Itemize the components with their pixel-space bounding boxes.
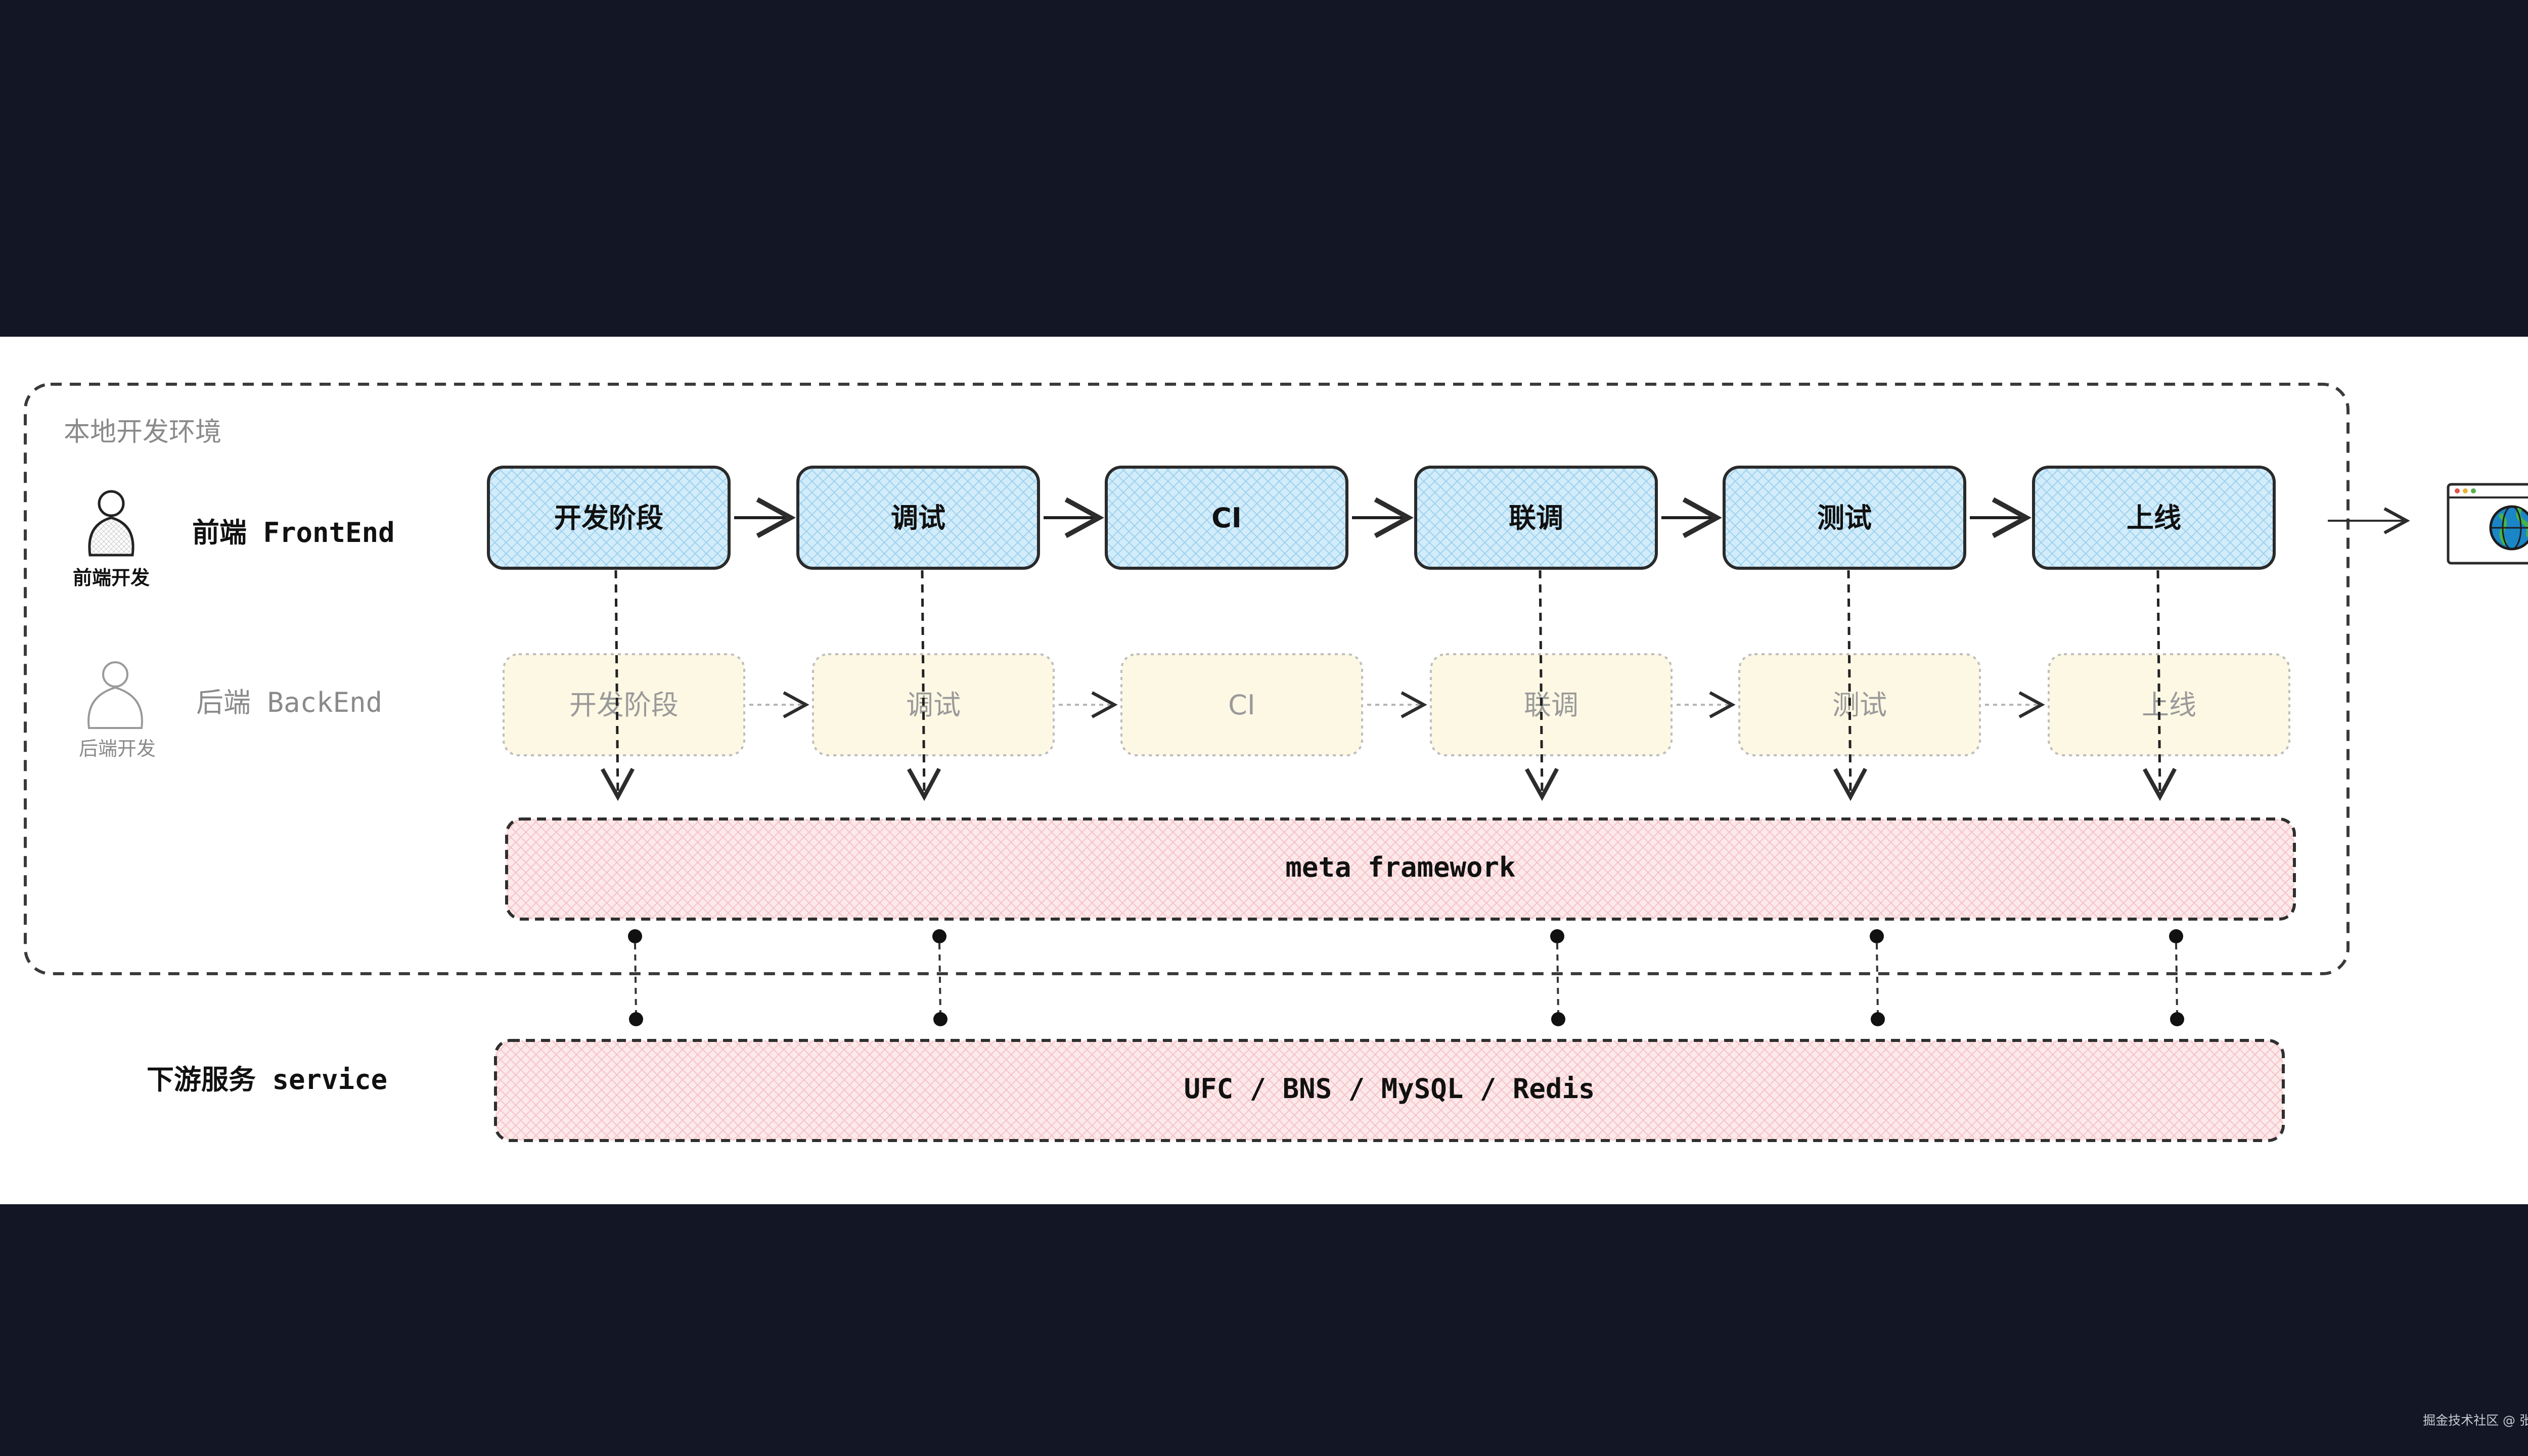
downstream-role-label: 下游服务 service: [147, 1064, 387, 1096]
meta-framework-label: meta framework: [1285, 851, 1515, 883]
watermark: 掘金技术社区 @ 张亚涛: [2423, 1413, 2528, 1428]
stage-drop-arrow: [601, 570, 635, 801]
stage-drop-arrow: [1525, 570, 1559, 801]
backend-icon-label: 后端开发: [79, 738, 156, 760]
backend-stage-1: 开发阶段: [503, 653, 745, 756]
frontend-stage-5: 测试: [1723, 466, 1966, 570]
frontend-person-icon: [88, 490, 134, 557]
service-connector: [628, 929, 643, 1026]
service-connector: [932, 929, 947, 1026]
local-env-container: [24, 383, 2350, 975]
frontend-stage-4: 联调: [1414, 466, 1658, 570]
service-connector: [1870, 929, 1885, 1026]
frontend-stage-3: CI: [1105, 466, 1348, 570]
stage-drop-arrow: [2143, 570, 2177, 801]
backend-stage-row: 开发阶段 调试 CI 联调 测试 上线: [503, 653, 2290, 756]
frontend-stage-label: 调试: [891, 502, 945, 534]
backend-stage-3: CI: [1120, 653, 1363, 756]
backend-stage-label: 调试: [906, 689, 961, 721]
frontend-icon-label: 前端开发: [73, 567, 150, 589]
frontend-stage-6: 上线: [2032, 466, 2276, 570]
stage-to-framework-connectors: [601, 570, 2177, 801]
service-connector: [1550, 929, 1565, 1026]
service-connector: [2169, 929, 2184, 1026]
frontend-stage-2: 调试: [796, 466, 1040, 570]
frontend-role-label: 前端 FrontEnd: [192, 517, 395, 549]
local-env-label: 本地开发环境: [64, 417, 221, 447]
diagram-canvas: 本地开发环境 前端开发 前端 FrontEnd 后端开发 后端 BackEnd …: [0, 337, 2528, 1204]
stage-drop-arrow: [907, 570, 941, 801]
backend-stage-4: 联调: [1430, 653, 1673, 756]
frontend-stage-label: 测试: [1817, 502, 1872, 534]
backend-stage-label: 测试: [1832, 689, 1887, 721]
framework-to-service-connectors: [628, 929, 2184, 1026]
backend-stage-5: 测试: [1738, 653, 1981, 756]
frontend-stage-label: 联调: [1509, 502, 1563, 534]
frontend-stage-1: 开发阶段: [487, 466, 731, 570]
downstream-services-box: [494, 1039, 2285, 1142]
stage-drop-arrow: [1833, 570, 1868, 801]
backend-stage-label: CI: [1228, 689, 1255, 721]
downstream-services-label: UFC / BNS / MySQL / Redis: [1184, 1073, 1595, 1105]
backend-stage-label: 开发阶段: [569, 689, 679, 721]
frontend-stage-row: 开发阶段 调试 CI 联调 测试 上线: [487, 466, 2276, 570]
backend-person-icon: [87, 661, 143, 729]
frontend-stage-label: 开发阶段: [554, 502, 663, 534]
browser-globe-icon: [2447, 483, 2528, 565]
backend-stage-label: 上线: [2142, 689, 2196, 721]
backend-stage-6: 上线: [2048, 653, 2290, 756]
meta-framework-box: [505, 817, 2296, 921]
backend-stage-2: 调试: [812, 653, 1055, 756]
frontend-stage-label: CI: [1211, 502, 1242, 534]
backend-role-label: 后端 BackEnd: [196, 687, 382, 718]
backend-stage-label: 联调: [1524, 689, 1578, 721]
frontend-stage-label: 上线: [2127, 502, 2181, 534]
